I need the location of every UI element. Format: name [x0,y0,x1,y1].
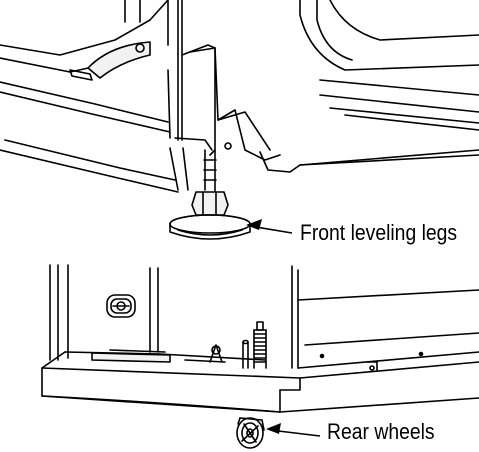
front-leveling-legs-label: Front leveling legs [300,220,458,245]
rear-wheels-label: Rear wheels [327,419,435,444]
rear-wheels-arrow [266,423,321,437]
front-legs-arrow [246,219,293,234]
